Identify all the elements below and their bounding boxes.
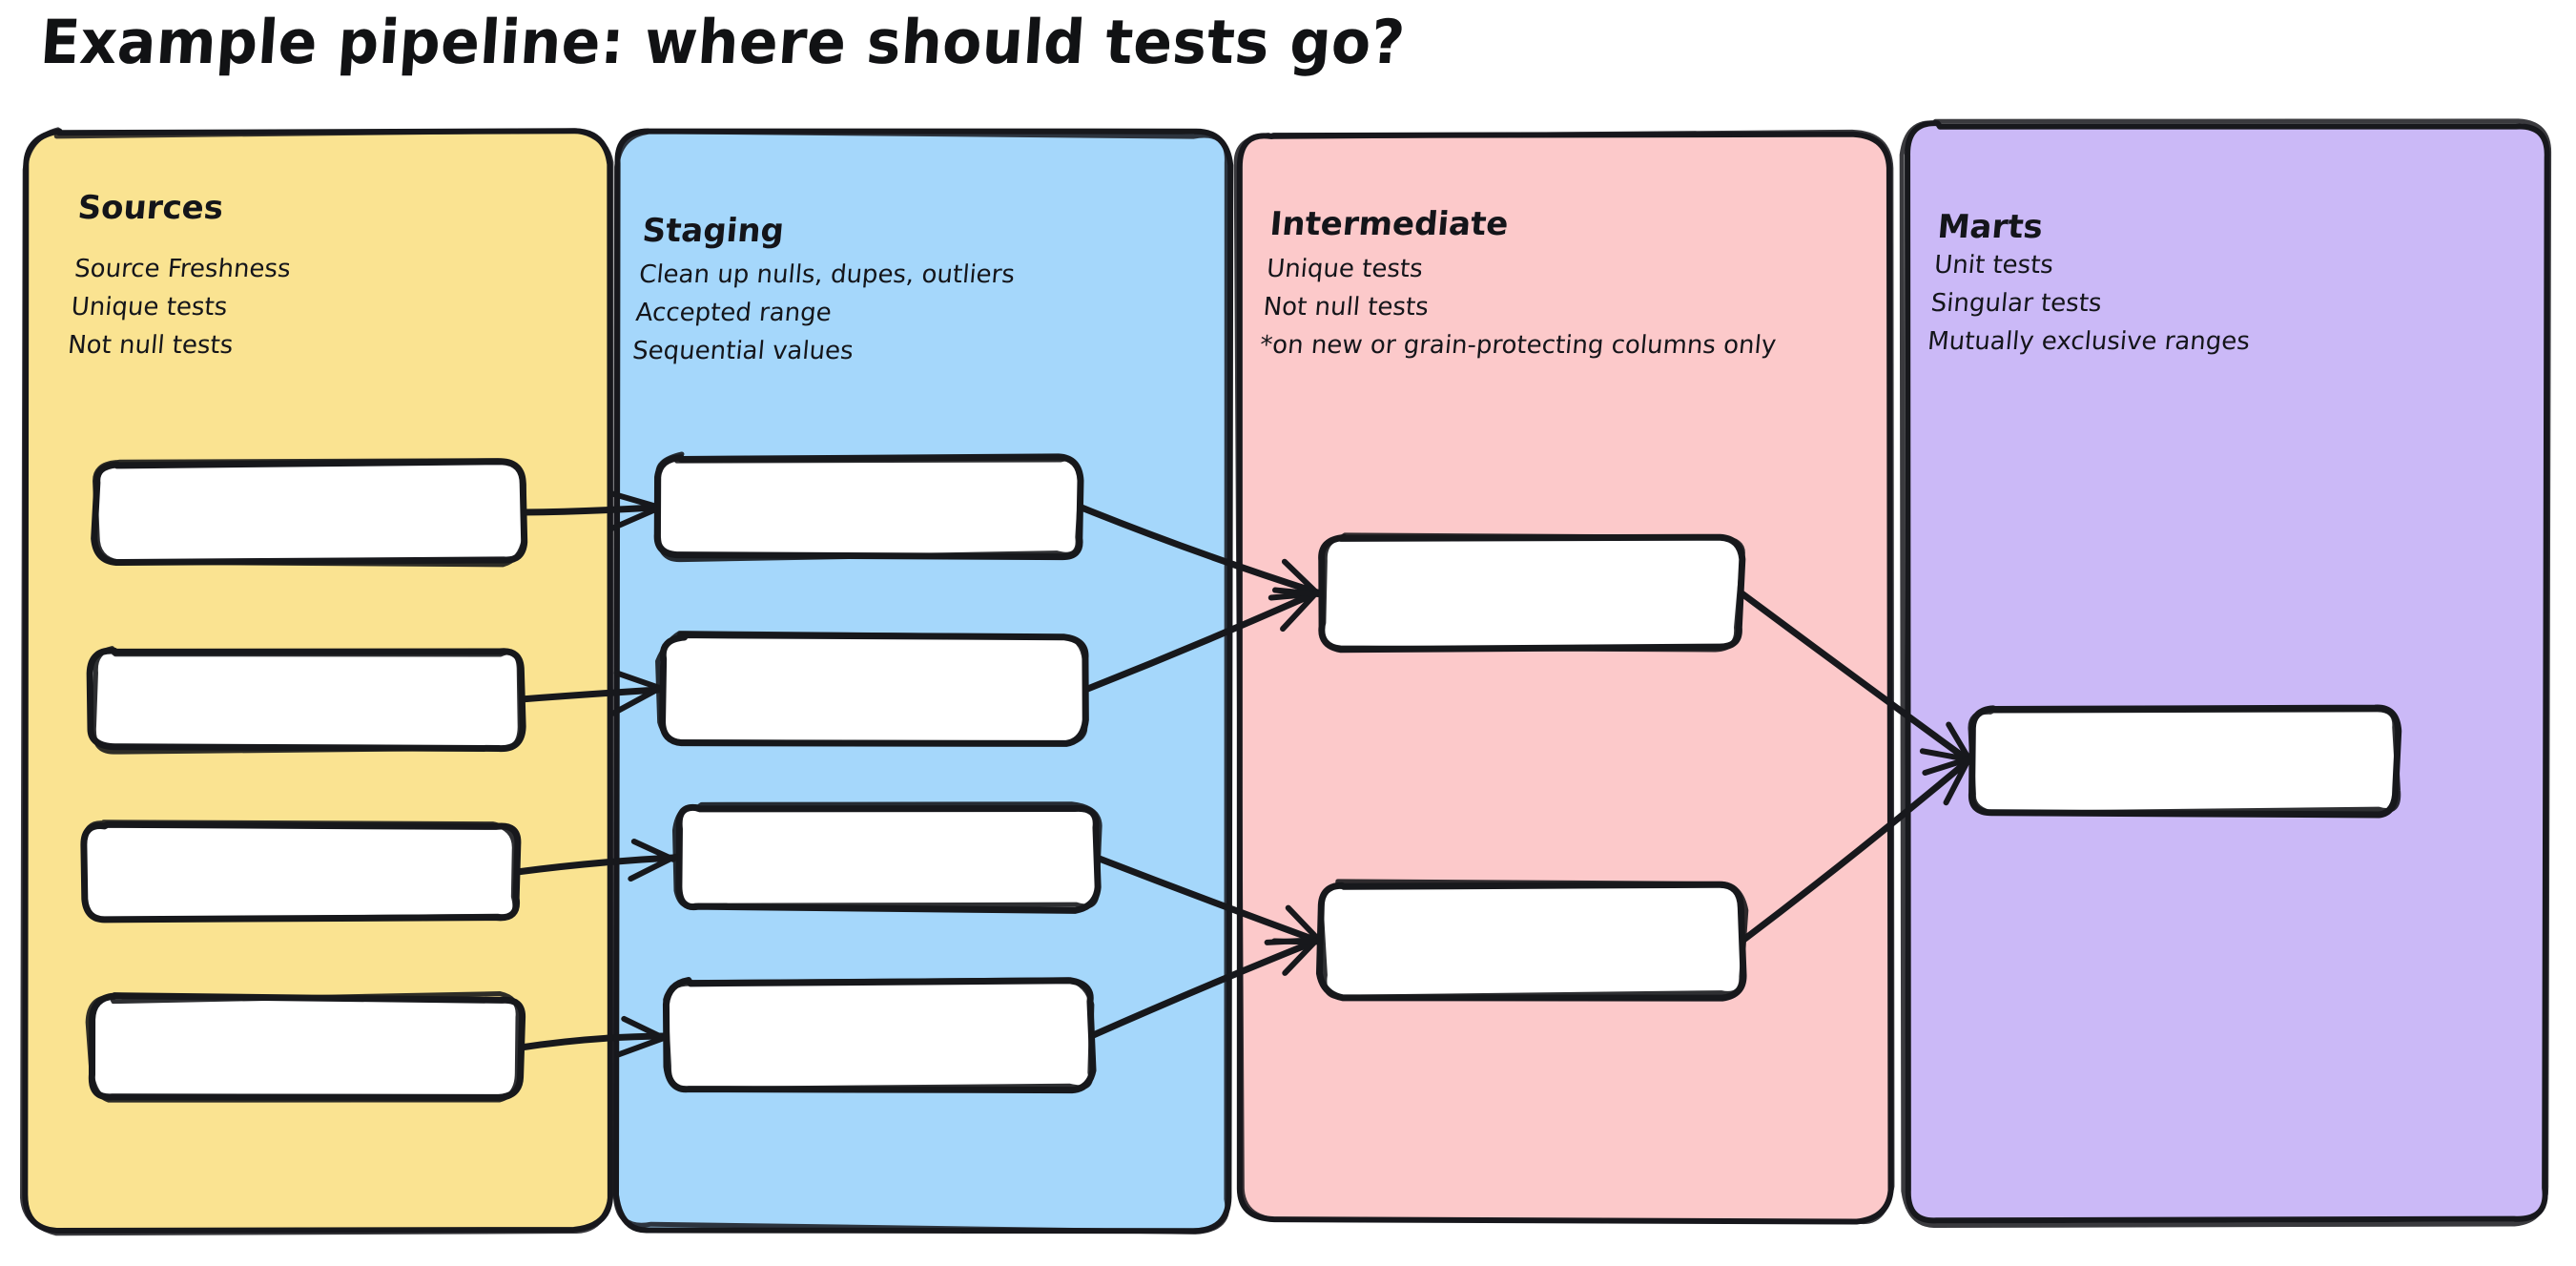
pipeline-node[interactable] [653,451,1084,563]
pipeline-node[interactable] [1968,704,2402,819]
pipeline-edge [517,670,663,716]
lane-test-item: *on new or grain-protecting columns only [1258,331,1778,360]
lane-test-item: Source Freshness [72,255,292,283]
node-shapes-group [80,451,2402,1103]
lane-test-item: Unit tests [1932,251,2055,280]
pipeline-node[interactable] [671,801,1103,914]
lane-test-item: Not null tests [1262,293,1431,322]
pipeline-edge [1737,589,1972,764]
lane-heading-intermediate: Intermediate [1268,205,1511,243]
lane-test-item: Unique tests [70,293,229,322]
pipeline-edge [513,839,678,882]
pipeline-node[interactable] [662,977,1097,1094]
lane-marts [1899,118,2552,1229]
lane-heading-staging: Staging [641,212,786,250]
lane-test-item: Clean up nulls, dupes, outliers [637,260,1017,289]
pipeline-edge [517,1015,669,1058]
lane-test-item: Unique tests [1265,255,1425,283]
pipeline-node[interactable] [85,991,526,1103]
pipeline-edge [1082,587,1322,694]
pipeline-node[interactable] [91,458,528,568]
pipeline-node[interactable] [1315,879,1749,1002]
pipeline-edge [519,490,659,532]
lane-test-item: Mutually exclusive ranges [1926,327,2252,356]
pipeline-edge [1739,756,1972,944]
lane-test-item: Singular tests [1929,289,2103,318]
pipeline-edge [1087,937,1321,1040]
pipeline-node[interactable] [80,820,522,924]
lane-test-item: Not null tests [66,331,235,360]
pipeline-node[interactable] [1318,532,1746,654]
lane-heading-marts: Marts [1936,208,2045,246]
pipeline-node[interactable] [86,646,526,755]
lane-test-item: Accepted range [634,299,834,327]
lane-test-item: Sequential values [630,337,855,365]
pipeline-node[interactable] [655,631,1089,747]
lane-heading-sources: Sources [76,189,225,227]
edge-shapes-group [513,490,1972,1058]
